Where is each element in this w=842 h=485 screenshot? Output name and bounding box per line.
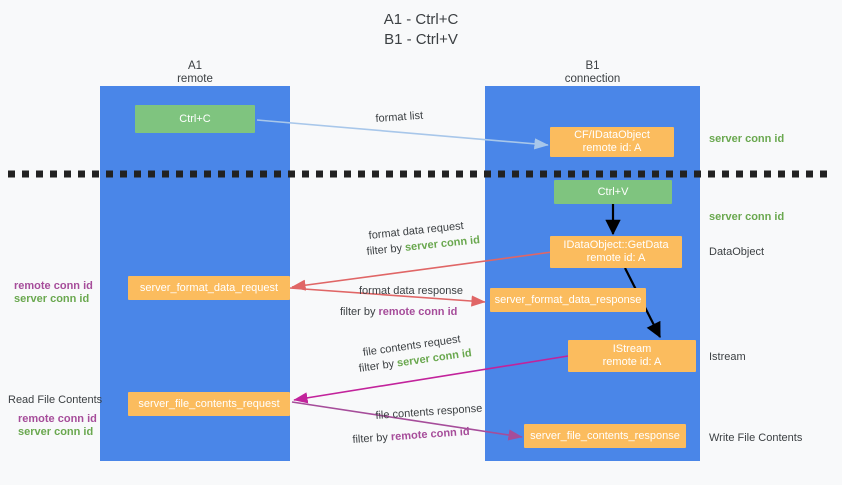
node-server-file-contents-request-label: server_file_contents_request: [138, 397, 280, 410]
node-ctrl-v-label: Ctrl+V: [597, 185, 629, 198]
annotation-write-file-contents: Write File Contents: [709, 432, 803, 444]
edge-label-format-list: format list: [375, 109, 424, 125]
node-idataobject-top-line1: CF/IDataObject: [574, 129, 650, 141]
diagram-title: A1 - Ctrl+C B1 - Ctrl+V: [0, 10, 842, 50]
edge-label-format-data-response: format data response: [359, 285, 463, 297]
annotation-read-file-contents: Read File Contents: [8, 394, 103, 406]
annotation-server-conn-id-left-mid: server conn id: [14, 293, 90, 305]
column-a1-sub: remote: [177, 73, 213, 85]
node-ctrl-c[interactable]: Ctrl+C: [135, 105, 255, 133]
node-getdata-line1: IDataObject::GetData: [563, 239, 669, 251]
annotation-dataobject: DataObject: [709, 246, 765, 258]
annotation-server-conn-id-top: server conn id: [709, 133, 785, 145]
node-server-format-data-response[interactable]: server_format_data_response: [490, 288, 646, 312]
annotation-remote-conn-id-mid: remote conn id: [14, 280, 93, 292]
node-idataobject-top[interactable]: CF/IDataObject remote id: A: [550, 127, 674, 157]
edge-label-file-contents-response-filter: filter by remote conn id: [352, 425, 470, 447]
node-getdata[interactable]: IDataObject::GetData remote id: A: [550, 236, 682, 268]
node-getdata-line2: remote id: A: [586, 252, 646, 264]
filter-value-remote-conn-id: remote conn id: [390, 425, 470, 444]
node-server-format-data-request[interactable]: server_format_data_request: [128, 276, 290, 300]
node-server-file-contents-response[interactable]: server_file_contents_response: [524, 424, 686, 448]
filter-prefix: filter by: [366, 241, 406, 258]
filter-prefix: filter by: [358, 357, 398, 375]
node-idataobject-top-line2: remote id: A: [582, 142, 642, 154]
edge-label-format-data-response-filter: filter by remote conn id: [340, 305, 457, 319]
node-server-format-data-response-label: server_format_data_response: [494, 293, 642, 306]
filter-prefix: filter by: [340, 306, 379, 318]
node-istream-line2: remote id: A: [602, 356, 662, 368]
title-line-2: B1 - Ctrl+V: [384, 31, 458, 48]
annotation-server-conn-id-bottom: server conn id: [18, 426, 94, 438]
node-ctrl-v[interactable]: Ctrl+V: [554, 180, 672, 204]
column-a1-name: A1: [187, 60, 203, 72]
node-server-format-data-request-label: server_format_data_request: [139, 281, 279, 294]
node-istream[interactable]: IStream remote id: A: [568, 340, 696, 372]
column-header-a1: A1 remote: [100, 60, 290, 86]
edge-label-file-contents-response: file contents response: [375, 402, 483, 422]
annotation-server-conn-id-mid: server conn id: [709, 211, 785, 223]
node-server-file-contents-request[interactable]: server_file_contents_request: [128, 392, 290, 416]
annotation-remote-conn-id-bottom: remote conn id: [18, 413, 97, 425]
node-ctrl-c-label: Ctrl+C: [179, 112, 211, 125]
node-istream-line1: IStream: [612, 343, 652, 355]
filter-prefix: filter by: [352, 431, 392, 446]
node-server-file-contents-response-label: server_file_contents_response: [530, 429, 680, 442]
column-header-b1: B1 connection: [485, 60, 700, 86]
title-line-1: A1 - Ctrl+C: [383, 11, 459, 28]
filter-value-remote-conn-id: remote conn id: [378, 306, 458, 318]
annotation-istream: Istream: [709, 351, 746, 363]
column-b1-name: B1: [585, 60, 600, 72]
column-b1-sub: connection: [564, 73, 621, 85]
